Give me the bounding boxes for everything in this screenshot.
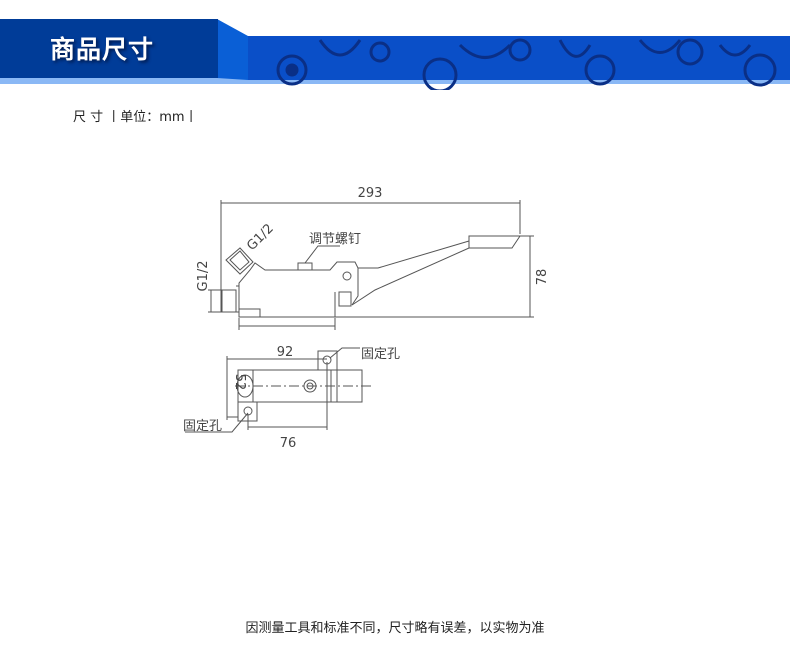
unit-label: 尺 寸 丨单位：mm丨: [73, 110, 198, 125]
section-header-banner: [0, 19, 790, 90]
page-title: 商品尺寸: [50, 35, 155, 64]
adjust-screw-label: 调节螺钉: [309, 232, 361, 247]
footer-note: 因测量工具和标准不同，尺寸略有误差，以实物为准: [245, 621, 545, 636]
fix-hole-top-label: 固定孔: [361, 347, 400, 362]
dim-76-label: 76: [280, 436, 297, 451]
dim-52-label: 52: [232, 374, 247, 391]
dim-height-label: 78: [535, 269, 550, 286]
fix-hole-bottom-label: 固定孔: [183, 419, 222, 434]
inlet-side-label: G1/2: [196, 261, 211, 292]
dim-92-label: 92: [277, 345, 294, 360]
dim-length-label: 293: [358, 186, 383, 201]
inlet-top-label: G1/2: [244, 221, 277, 254]
